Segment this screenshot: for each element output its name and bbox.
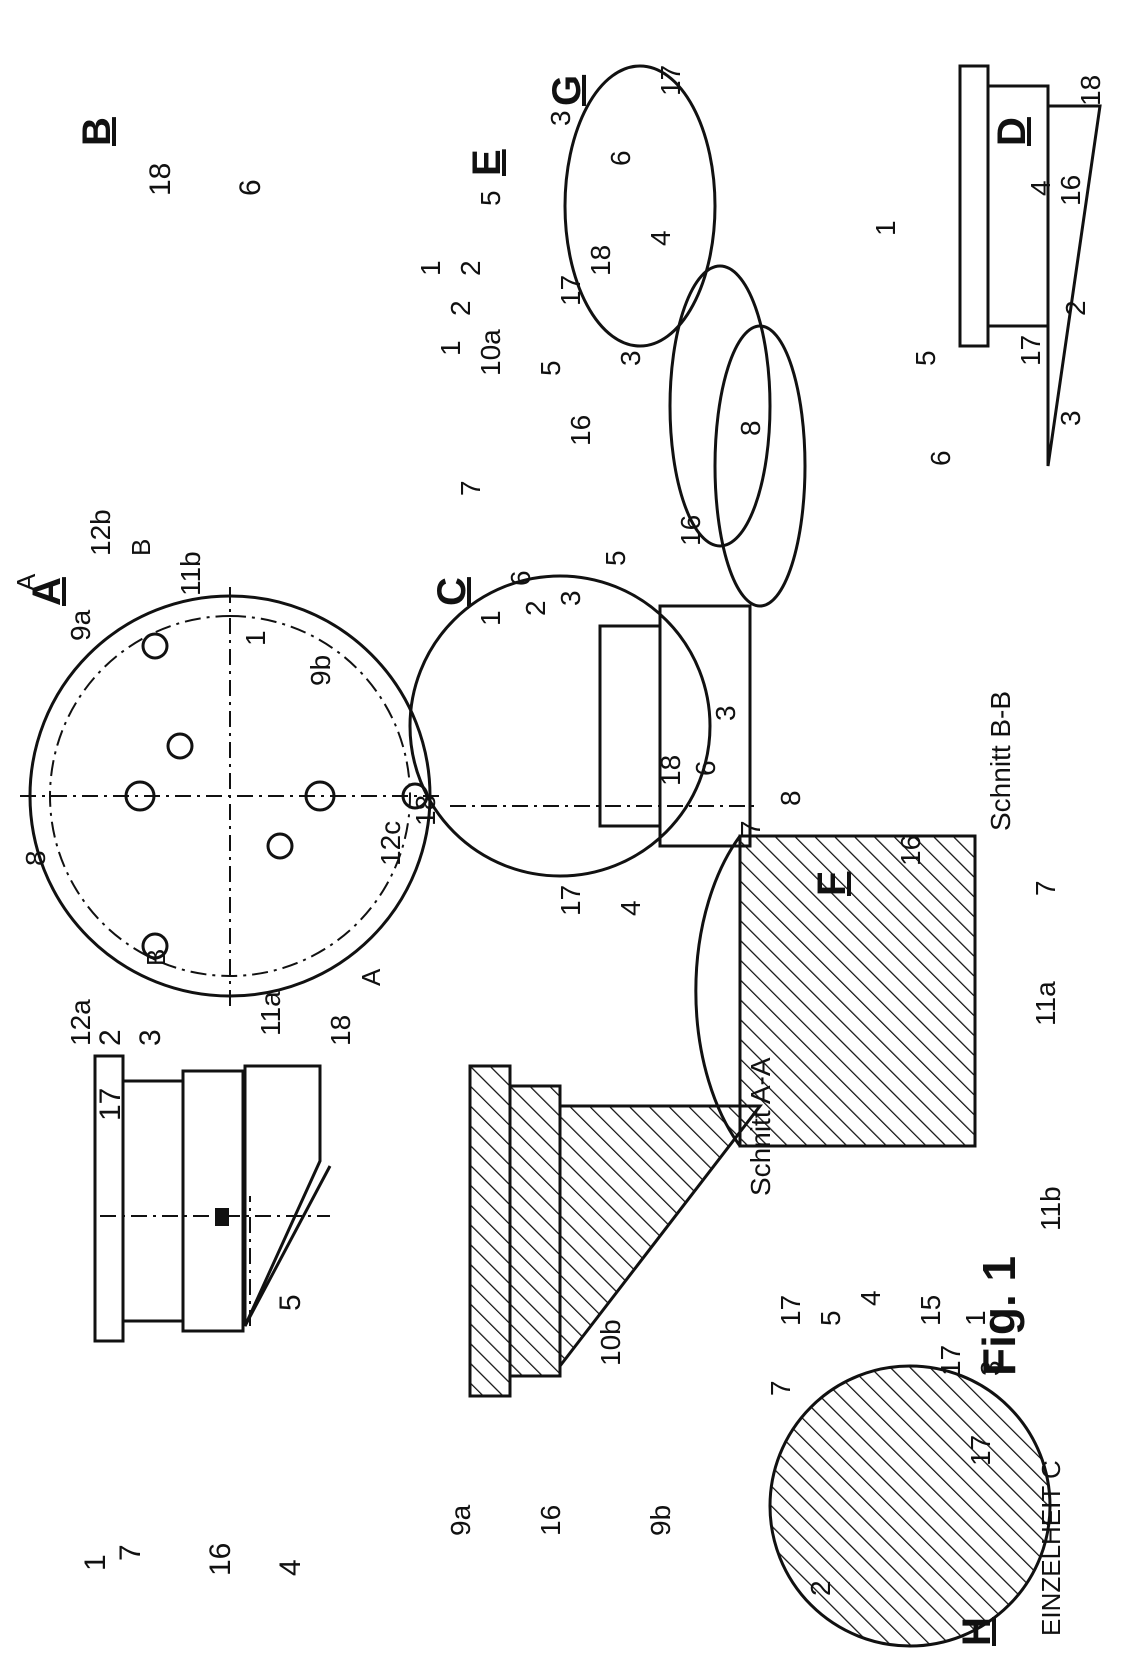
- ref-17: 17: [655, 65, 686, 96]
- ref-11a: 11a: [1030, 981, 1061, 1026]
- ref-4: 4: [1025, 180, 1056, 196]
- view-a: A A A B B 1 8 9a 9b 11a 11b 12a 12b 12c: [11, 509, 440, 1046]
- ref-16: 16: [895, 835, 926, 866]
- ref-18: 18: [585, 245, 616, 276]
- section-mark-b-top: B: [126, 539, 156, 556]
- view-e-letter: E: [465, 149, 509, 176]
- ref-1: 1: [79, 1554, 112, 1571]
- view-h: H EINZELHEIT C 2 3 5 15 17 17 17: [768, 1295, 1066, 1648]
- ref-10a: 10a: [475, 329, 506, 376]
- view-c: C 1 2 3 4 5 6 7 8 16 17 18: [408, 515, 806, 916]
- ref-17: 17: [1015, 335, 1046, 366]
- section-mark-b-bottom: B: [141, 949, 171, 966]
- ref-2: 2: [520, 600, 551, 616]
- ref-6: 6: [925, 450, 956, 466]
- ref-16: 16: [204, 1543, 237, 1576]
- ref-9a: 9a: [65, 609, 96, 641]
- ref-5: 5: [535, 360, 566, 376]
- ref-2: 2: [805, 1580, 836, 1596]
- ref-1: 1: [475, 610, 506, 626]
- view-c-letter: C: [430, 577, 474, 606]
- ref-7: 7: [455, 480, 486, 496]
- ref-5: 5: [910, 350, 941, 366]
- ref-1: 1: [435, 340, 466, 356]
- ref-8: 8: [735, 420, 766, 436]
- ref-9b: 9b: [645, 1505, 676, 1536]
- ref-3: 3: [555, 590, 586, 606]
- ref-17: 17: [94, 1088, 127, 1121]
- ref-4: 4: [274, 1559, 307, 1576]
- section-mark-a-bottom: A: [356, 968, 386, 986]
- ref-4: 4: [855, 1290, 886, 1306]
- ref-2: 2: [445, 300, 476, 316]
- ref-6: 6: [234, 179, 267, 196]
- view-a-letter: A: [25, 577, 69, 606]
- ref-10b: 10b: [595, 1319, 626, 1366]
- ref-17-b: 17: [965, 1435, 996, 1466]
- ref-2: 2: [455, 260, 486, 276]
- ref-2: 2: [94, 1029, 127, 1046]
- ref-3: 3: [975, 1360, 1006, 1376]
- ref-3: 3: [710, 705, 741, 721]
- ref-1: 1: [960, 1310, 991, 1326]
- ref-6: 6: [605, 150, 636, 166]
- ref-4: 4: [615, 900, 646, 916]
- ref-7: 7: [1030, 880, 1061, 896]
- section-mark-a-top: A: [11, 573, 41, 591]
- ref-3: 3: [545, 110, 576, 126]
- ref-8: 8: [775, 790, 806, 806]
- ref-3: 3: [134, 1029, 167, 1046]
- ref-7: 7: [765, 1380, 796, 1396]
- ref-15: 15: [915, 1295, 946, 1326]
- ref-11a: 11a: [255, 991, 286, 1036]
- ref-17-c: 17: [935, 1345, 966, 1376]
- ref-11b: 11b: [1035, 1186, 1066, 1231]
- figure-title: Fig. 1: [973, 1256, 1025, 1376]
- ref-18: 18: [144, 163, 177, 196]
- ref-1: 1: [415, 260, 446, 276]
- ref-16: 16: [1055, 175, 1086, 206]
- ref-17: 17: [555, 885, 586, 916]
- ref-12c: 12c: [375, 821, 406, 866]
- view-d: D 1 2 3 4 5 6 16 17 18: [870, 64, 1106, 467]
- ref-5: 5: [274, 1294, 307, 1311]
- ref-5: 5: [815, 1310, 846, 1326]
- ref-5: 5: [475, 190, 506, 206]
- ref-6: 6: [505, 570, 536, 586]
- ref-1: 1: [870, 220, 901, 236]
- ref-9a: 9a: [445, 1504, 476, 1536]
- view-b-letter: B: [75, 117, 119, 146]
- view-g: G 1 2 3 4 5 6 7 8 16 17: [435, 64, 807, 608]
- ref-1: 1: [240, 630, 271, 646]
- ref-12b: 12b: [85, 509, 116, 556]
- ref-18: 18: [1075, 75, 1106, 106]
- ref-2: 2: [1060, 300, 1091, 316]
- view-d-letter: D: [990, 117, 1034, 146]
- section-b-b-caption: Schnitt B-B: [985, 691, 1016, 831]
- view-g-letter: G: [545, 75, 589, 106]
- detail-c-caption: EINZELHEIT C: [1036, 1460, 1066, 1636]
- ref-16: 16: [535, 1505, 566, 1536]
- ref-7: 7: [114, 1544, 147, 1561]
- ref-7: 7: [735, 820, 766, 836]
- ref-8: 8: [20, 850, 51, 866]
- ref-9b: 9b: [305, 655, 336, 686]
- ref-11b: 11b: [175, 551, 206, 596]
- ref-16: 16: [565, 415, 596, 446]
- ref-18: 18: [410, 795, 441, 826]
- view-b: B 1 2 3 4 5 6 7 16 17 18: [75, 117, 332, 1576]
- ref-4: 4: [645, 230, 676, 246]
- ref-17: 17: [775, 1295, 806, 1326]
- ref-18: 18: [325, 1015, 356, 1046]
- ref-12a: 12a: [65, 999, 96, 1046]
- ref-3: 3: [615, 350, 646, 366]
- ref-3: 3: [1055, 410, 1086, 426]
- ref-5: 5: [600, 550, 631, 566]
- view-f: F Schnitt B-B 1 3 4 6 7 11a 11b 16 18: [655, 691, 1066, 1326]
